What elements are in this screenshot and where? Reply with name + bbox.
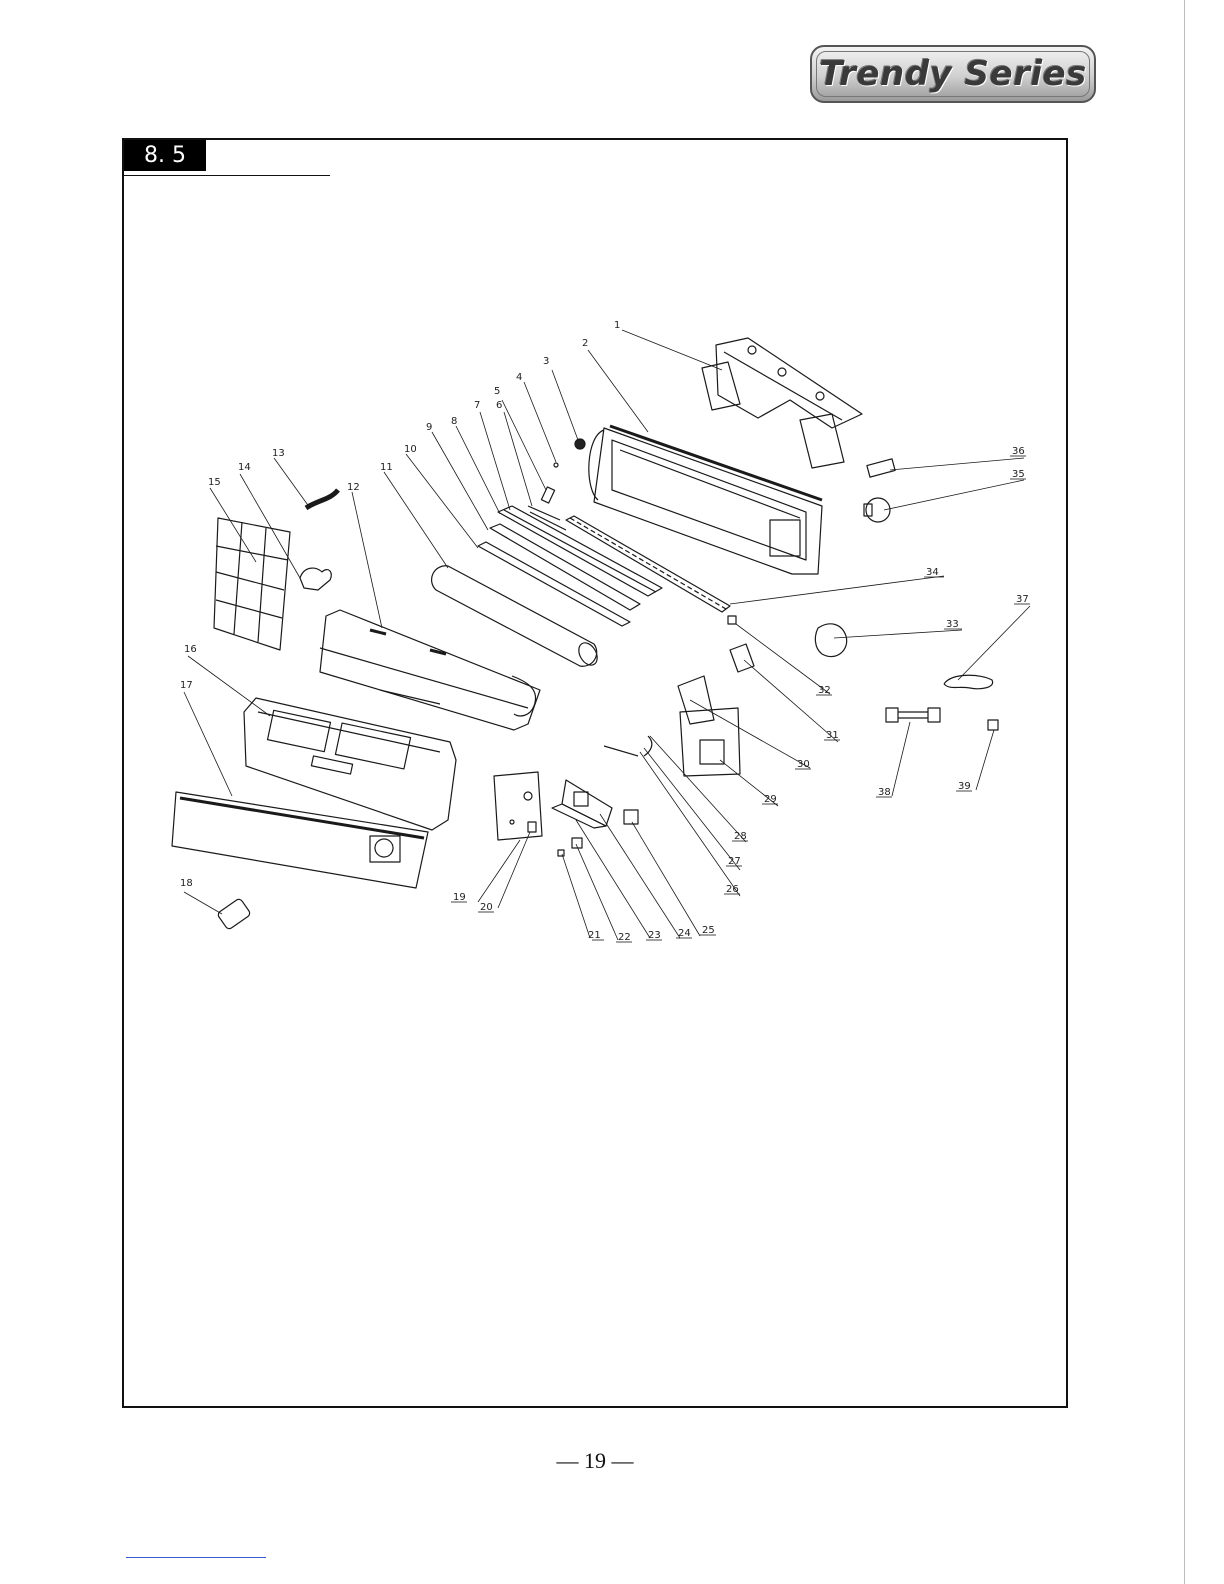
callout-21: 21 <box>588 930 601 941</box>
callout-27: 27 <box>728 856 741 867</box>
callout-38: 38 <box>878 787 891 798</box>
part-20-22-small-parts <box>528 822 582 856</box>
callout-37: 37 <box>1016 594 1029 605</box>
callout-12: 12 <box>347 482 360 493</box>
callout-1: 1 <box>614 320 620 331</box>
callout-34: 34 <box>926 567 939 578</box>
part-chassis <box>589 426 822 574</box>
leader-lines <box>184 330 1030 940</box>
callout-13: 13 <box>272 448 285 459</box>
part-4-screw <box>554 463 558 467</box>
callout-39: 39 <box>958 781 971 792</box>
callout-18: 18 <box>180 878 193 889</box>
callout-11: 11 <box>380 462 393 473</box>
part-mounting-plate <box>702 338 862 468</box>
callout-4: 4 <box>516 372 522 383</box>
page-number: — 19 — <box>554 1448 636 1474</box>
part-5-7-small-pieces <box>528 487 566 530</box>
callout-35: 35 <box>1012 469 1025 480</box>
part-29-30-box-parts <box>678 676 740 776</box>
callout-28: 28 <box>734 831 747 842</box>
part-31-plate <box>730 644 754 672</box>
part-26-27-sensors <box>604 736 652 756</box>
part-35-fan-motor <box>864 498 890 522</box>
callout-7: 7 <box>474 400 480 411</box>
part-23-24-electric-box <box>552 780 612 828</box>
part-16-front-panel <box>244 698 456 830</box>
callout-23: 23 <box>648 930 661 941</box>
part-33-bracket <box>815 624 846 657</box>
callout-6: 6 <box>496 400 502 411</box>
callout-33: 33 <box>946 619 959 630</box>
callout-22: 22 <box>618 932 631 943</box>
callout-31: 31 <box>826 730 839 741</box>
part-38-connecting-wire <box>886 708 940 722</box>
callout-25: 25 <box>702 925 715 936</box>
part-25-capacitor <box>624 810 638 824</box>
callout-29: 29 <box>764 794 777 805</box>
part-17-front-cover <box>172 792 428 888</box>
callout-19: 19 <box>453 892 466 903</box>
part-39-connector <box>988 720 998 730</box>
part-3-knob <box>575 439 585 449</box>
callout-36: 36 <box>1012 446 1025 457</box>
callout-16: 16 <box>184 644 197 655</box>
part-15-air-filter <box>214 518 290 650</box>
callout-26: 26 <box>726 884 739 895</box>
callout-14: 14 <box>238 462 251 473</box>
callout-8: 8 <box>451 416 457 427</box>
part-36-terminal <box>867 459 895 477</box>
callout-20: 20 <box>480 902 493 913</box>
part-13-drain-hose <box>306 490 338 508</box>
callout-17: 17 <box>180 680 193 691</box>
callout-3: 3 <box>543 356 549 367</box>
callout-9: 9 <box>426 422 432 433</box>
callout-32: 32 <box>818 685 831 696</box>
callout-10: 10 <box>404 444 417 455</box>
callout-24: 24 <box>678 928 691 939</box>
part-11-cross-flow-fan <box>432 566 601 669</box>
part-14-pipe-holder <box>300 568 331 590</box>
callout-5: 5 <box>494 386 500 397</box>
callout-15: 15 <box>208 477 221 488</box>
part-32-stepper <box>728 616 736 624</box>
callout-2: 2 <box>582 338 588 349</box>
part-37-power-cord <box>944 675 993 688</box>
callout-30: 30 <box>797 759 810 770</box>
callout-labels: 1 2 3 4 5 6 7 8 9 10 11 12 13 14 15 16 1… <box>180 320 1029 943</box>
part-8-10-deflectors <box>478 506 662 626</box>
footer-link-line <box>126 1557 266 1558</box>
part-19-box-cover <box>494 772 542 840</box>
